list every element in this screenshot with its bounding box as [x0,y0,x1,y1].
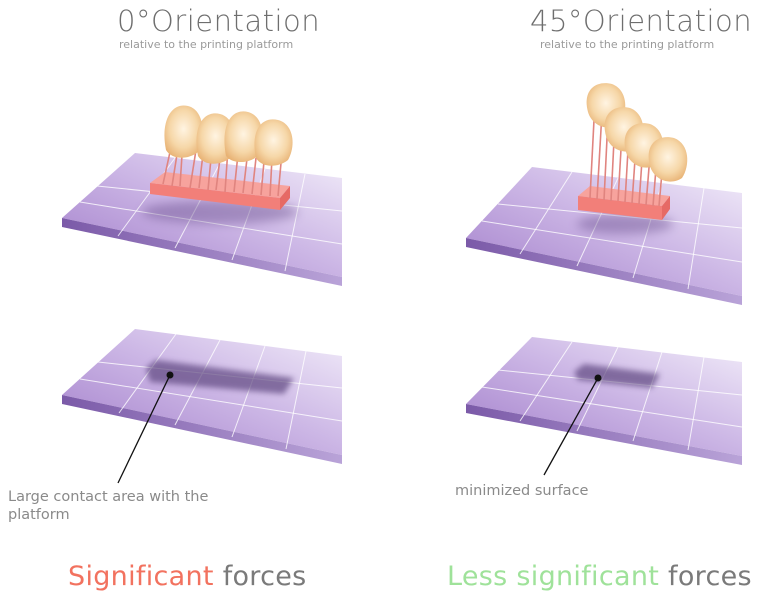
right-force-word: forces [668,561,752,592]
left-force-highlight: Significant [68,561,214,592]
callout-line-left [117,374,171,484]
support-base-left [150,172,290,210]
left-force-result: Significant forces [68,561,307,592]
left-orientation-subtitle: relative to the printing platform [119,38,294,51]
callout-line-right [543,377,599,476]
contact-footprint-left [146,360,294,394]
left-force-word: forces [222,561,307,592]
right-orientation-subtitle: relative to the printing platform [540,38,715,51]
right-contact-caption: minimized surface [455,483,589,499]
dental-crowns-left [164,105,293,166]
right-force-result: Less significant forces [447,561,752,592]
model-shadow-right [577,214,673,234]
platform-left-bottom [62,329,343,464]
contact-footprint-right [574,364,660,388]
dental-crowns-right [586,83,688,182]
left-contact-caption: Large contact area with the platform [8,489,209,523]
right-orientation-title: 45°Orientation [530,4,753,38]
platform-right-bottom [466,337,743,465]
left-orientation-title: 0°Orientation [117,4,321,38]
right-force-highlight: Less significant [447,561,660,592]
